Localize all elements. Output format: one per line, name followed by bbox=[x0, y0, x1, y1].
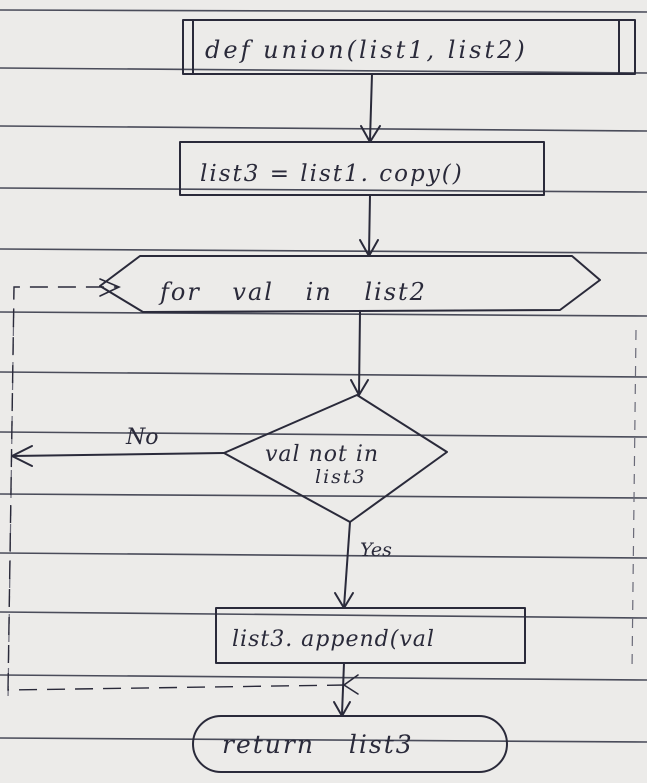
yes-branch: Yes bbox=[334, 521, 392, 609]
yes-label: Yes bbox=[360, 539, 392, 561]
loop-hexagon: for val in list2 bbox=[99, 255, 601, 313]
decision-line1: val not in bbox=[265, 442, 379, 467]
decision-line2: list3 bbox=[315, 466, 367, 488]
assign-box: list3 = list1. copy() bbox=[179, 141, 545, 196]
append-text: list3. append(val bbox=[232, 627, 435, 652]
arrow-append-to-terminal bbox=[333, 662, 351, 717]
arrow-def-to-assign bbox=[360, 73, 381, 143]
loop-text: for val in list2 bbox=[158, 278, 427, 306]
function-def-text: def union(list1, list2) bbox=[205, 36, 528, 64]
decision-diamond: val not in list3 bbox=[223, 394, 448, 523]
function-def-box: def union(list1, list2) bbox=[182, 19, 636, 75]
assign-text: list3 = list1. copy() bbox=[200, 161, 464, 187]
return-terminal: return list3 bbox=[192, 715, 508, 773]
ruled-lines bbox=[0, 9, 647, 743]
arrow-loop-to-decision bbox=[350, 311, 369, 396]
arrow-assign-to-loop bbox=[359, 194, 379, 257]
append-box: list3. append(val bbox=[215, 607, 526, 664]
right-margin-line bbox=[631, 329, 637, 671]
return-text: return list3 bbox=[222, 730, 414, 759]
no-label: No bbox=[125, 425, 159, 450]
no-branch: No bbox=[11, 425, 225, 467]
